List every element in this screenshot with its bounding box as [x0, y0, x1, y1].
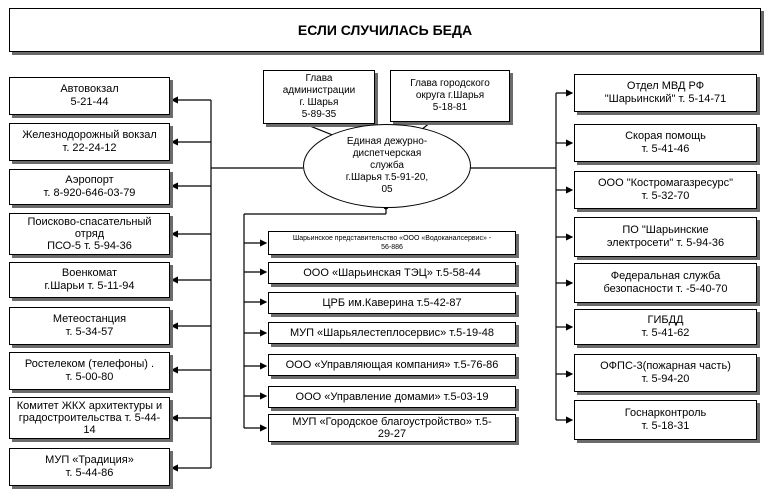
middle-item-1: Шарьинское представительство «ООО «Водок…	[268, 231, 516, 255]
middle-item-4: МУП «Шарьялестеплосервис» т.5-19-48	[268, 322, 516, 344]
right-item-1: Отдел МВД РФ "Шарьинский" т. 5-14-71	[574, 74, 757, 112]
right-item-text: ОФПС-3(пожарная часть) т. 5-94-20	[600, 360, 731, 385]
middle-item-text: ООО «Управляющая компания» т.5-76-86	[285, 358, 499, 371]
right-item-5: Федеральная служба безопасности т. -5-40…	[574, 263, 757, 303]
right-item-text: Отдел МВД РФ "Шарьинский" т. 5-14-71	[604, 80, 727, 105]
right-item-2: Скорая помощь т. 5-41-46	[574, 124, 757, 162]
left-item-text: Железнодорожный вокзал т. 22-24-12	[22, 129, 157, 154]
middle-item-text: МУП «Шарьялестеплосервис» т.5-19-48	[289, 326, 495, 339]
left-item-text: Аэропорт т. 8-920-646-03-79	[43, 174, 136, 199]
right-item-text: Федеральная служба безопасности т. -5-40…	[603, 270, 728, 295]
left-item-text: Автовокзал 5-21-44	[60, 83, 119, 108]
page-title: ЕСЛИ СЛУЧИЛАСЬ БЕДА	[9, 8, 761, 52]
middle-item-text: ЦРБ им.Каверина т.5-42-87	[322, 296, 462, 309]
left-item-9: МУП «Традиция» т. 5-44-86	[9, 448, 170, 486]
head-administration-box: Глава администрации г. Шарья 5-89-35	[263, 70, 375, 124]
edds-text: Единая дежурно- диспетчерская служба г.Ш…	[345, 136, 429, 195]
left-item-6: Метеостанция т. 5-34-57	[9, 307, 170, 345]
left-item-text: Поисково-спасательный отряд ПСО-5 т. 5-9…	[27, 216, 152, 252]
right-item-text: Скорая помощь т. 5-41-46	[625, 130, 706, 155]
right-item-4: ПО "Шарьинские электросети" т. 5-94-36	[574, 217, 757, 257]
right-item-text: ГИБДД т. 5-41-62	[641, 314, 690, 339]
middle-item-6: ООО «Управление домами» т.5-03-19	[268, 386, 516, 408]
right-item-6: ГИБДД т. 5-41-62	[574, 309, 757, 345]
left-item-5: Военкомат г.Шарьи т. 5-11-94	[9, 262, 170, 298]
left-item-8: Комитет ЖКХ архитектуры и градостроитель…	[9, 397, 170, 439]
right-item-text: Госнарконтроль т. 5-18-31	[624, 407, 707, 432]
left-item-text: Военкомат г.Шарьи т. 5-11-94	[44, 267, 135, 292]
right-item-8: Госнарконтроль т. 5-18-31	[574, 400, 757, 440]
head-okrug-text: Глава городского округа г.Шарья 5-18-81	[410, 78, 490, 113]
left-item-text: Комитет ЖКХ архитектуры и градостроитель…	[16, 400, 163, 436]
left-item-7: Ростелеком (телефоны) . т. 5-00-80	[9, 352, 170, 390]
right-item-text: ПО "Шарьинские электросети" т. 5-94-36	[606, 224, 725, 249]
left-item-4: Поисково-спасательный отряд ПСО-5 т. 5-9…	[9, 213, 170, 255]
middle-item-text: ООО «Шарьинская ТЭЦ» т.5-58-44	[303, 266, 481, 279]
middle-item-2: ООО «Шарьинская ТЭЦ» т.5-58-44	[268, 262, 516, 284]
middle-item-3: ЦРБ им.Каверина т.5-42-87	[268, 292, 516, 314]
edds-ellipse: Единая дежурно- диспетчерская служба г.Ш…	[303, 124, 471, 208]
middle-item-text: ООО «Управление домами» т.5-03-19	[295, 390, 489, 403]
head-okrug-box: Глава городского округа г.Шарья 5-18-81	[390, 70, 510, 122]
right-item-3: ООО "Костромагазресурс" т. 5-32-70	[574, 171, 757, 209]
right-item-7: ОФПС-3(пожарная часть) т. 5-94-20	[574, 354, 757, 392]
middle-item-text: Шарьинское представительство «ООО «Водок…	[292, 235, 492, 251]
page-title-text: ЕСЛИ СЛУЧИЛАСЬ БЕДА	[297, 22, 473, 38]
head-administration-text: Глава администрации г. Шарья 5-89-35	[282, 73, 356, 120]
left-item-text: Ростелеком (телефоны) . т. 5-00-80	[24, 358, 155, 383]
right-item-text: ООО "Костромагазресурс" т. 5-32-70	[597, 177, 734, 202]
middle-item-5: ООО «Управляющая компания» т.5-76-86	[268, 354, 516, 376]
left-item-text: МУП «Традиция» т. 5-44-86	[45, 454, 134, 479]
left-item-1: Автовокзал 5-21-44	[9, 77, 170, 115]
left-item-2: Железнодорожный вокзал т. 22-24-12	[9, 123, 170, 161]
middle-item-text: МУП «Городское благоустройство» т.5- 29-…	[292, 416, 492, 440]
left-item-3: Аэропорт т. 8-920-646-03-79	[9, 169, 170, 205]
middle-item-7: МУП «Городское благоустройство» т.5- 29-…	[268, 414, 516, 442]
left-item-text: Метеостанция т. 5-34-57	[52, 313, 127, 338]
